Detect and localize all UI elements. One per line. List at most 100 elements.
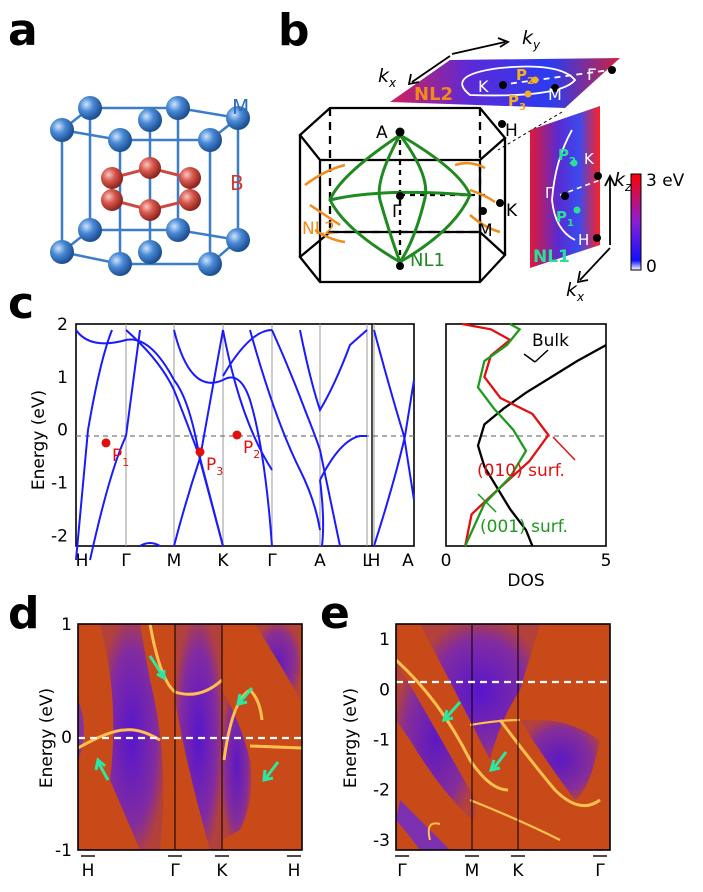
d-kpath-1: Γ [170, 861, 180, 881]
crossing-label-P2: P2 [243, 438, 260, 461]
band-6 [222, 329, 273, 377]
band-15 [139, 542, 161, 547]
c-kpath-5: A [314, 551, 326, 571]
c-kpath-6: L [362, 551, 372, 571]
nodal-line-NL2 [304, 161, 501, 244]
metal-atom-12 [78, 218, 102, 242]
metal-atoms [50, 96, 250, 276]
band-3 [125, 329, 224, 462]
c-ytick-0: 2 [57, 315, 68, 335]
e-ytick-1: 0 [379, 680, 390, 700]
top-P3: P3 [508, 92, 526, 113]
crossing-point-P1 [101, 438, 111, 448]
metal-atom-4 [166, 96, 190, 120]
e-ytick-4: -3 [373, 831, 390, 851]
kplane-side [530, 106, 616, 284]
surface-spectrum-e [394, 623, 611, 851]
dos-xtick-1: 5 [601, 551, 612, 571]
top-Gamma: Γ [587, 65, 596, 84]
c-ytick-2: 0 [57, 421, 68, 441]
side-P1: P1 [556, 208, 574, 229]
metal-atom-0 [50, 118, 74, 142]
metal-atom-10 [226, 228, 250, 252]
side-kz: kz [614, 169, 632, 194]
dos-series-0 [476, 344, 607, 547]
e-ytick-0: 1 [379, 630, 390, 650]
d-ylabel: Energy (eV) [37, 688, 57, 788]
metal-atom-7 [50, 240, 74, 264]
band-4 [173, 454, 224, 547]
band-11 [319, 435, 367, 481]
band-5 [173, 329, 273, 547]
dos-series-2 [464, 322, 528, 547]
metal-atom-2 [198, 128, 222, 152]
label-boron: B [230, 171, 244, 195]
boron-atom-0 [101, 167, 123, 189]
bz-label-A: A [376, 123, 388, 143]
band-10 [299, 329, 368, 413]
boron-atom-4 [139, 199, 161, 221]
band-7 [222, 329, 273, 471]
side-H: H [578, 231, 589, 249]
e-ytick-2: -1 [373, 731, 390, 751]
c-ylabel: Energy (eV) [29, 390, 49, 490]
d-ytick-0: 1 [61, 615, 72, 635]
side-P2: P2 [558, 146, 576, 167]
band-12 [319, 479, 325, 547]
c-kpath-8: A [402, 551, 414, 571]
panel-label-a: a [8, 5, 38, 56]
c-kpath-3: K [217, 551, 229, 571]
metal-atom-8 [108, 252, 132, 276]
e-kpath-1: M [465, 861, 480, 881]
e-ylabel: Energy (eV) [341, 688, 361, 788]
crossing-point-P2 [232, 430, 242, 440]
top-ky: ky [522, 27, 541, 52]
nodal-line-NL1 [328, 133, 472, 264]
side-NL1: NL1 [533, 247, 570, 267]
bz-label-NL1: NL1 [410, 250, 445, 271]
boron-atom-2 [179, 167, 201, 189]
panel-label-e: e [320, 588, 350, 639]
band-1 [89, 329, 141, 561]
panel-label-b: b [278, 5, 310, 56]
colorbar [630, 173, 642, 271]
d-ytick-2: -1 [55, 841, 72, 861]
c-kpath-7: H [368, 551, 381, 571]
dos-plot [445, 322, 607, 547]
metal-atom-6 [138, 108, 162, 132]
surface-spectrum-d [77, 623, 303, 851]
c-ytick-4: -2 [51, 526, 68, 546]
metal-atom-3 [226, 106, 250, 130]
boron-atom-3 [101, 189, 123, 211]
metal-atom-1 [108, 128, 132, 152]
crossing-label-P3: P3 [206, 455, 223, 478]
metal-atom-13 [138, 240, 162, 264]
c-ytick-1: 1 [57, 368, 68, 388]
e-kpath-3: Γ [595, 861, 605, 881]
bz-label-H: H [505, 121, 518, 141]
band-0 [75, 329, 113, 561]
crossing-label-P1: P1 [112, 446, 129, 469]
e-kpath-0: Γ [397, 861, 407, 881]
c-kpath-2: M [167, 551, 182, 571]
dos-xtick-0: 0 [441, 551, 452, 571]
top-M: M [548, 85, 562, 104]
bz-label-K: K [506, 201, 518, 221]
brillouin-zone [298, 106, 507, 284]
top-K: K [478, 77, 489, 96]
panel-label-d: d [8, 588, 40, 639]
dos-xlabel: DOS [507, 571, 544, 591]
c-kpath-4: Γ [267, 551, 277, 571]
d-kpath-0: H [82, 861, 95, 881]
boron-atom-1 [139, 157, 161, 179]
band-structure-plot: P1 P3 P2 [75, 323, 415, 561]
side-K: K [584, 150, 595, 168]
bz-label-M: M [478, 221, 493, 241]
crossing-point-P3 [195, 447, 205, 457]
top-P2: P2 [516, 66, 534, 87]
side-kx: kx [566, 279, 585, 304]
dos-bulk-label: Bulk [532, 331, 569, 351]
band-14 [373, 379, 415, 547]
dos-001-label: (001) surf. [480, 517, 568, 537]
